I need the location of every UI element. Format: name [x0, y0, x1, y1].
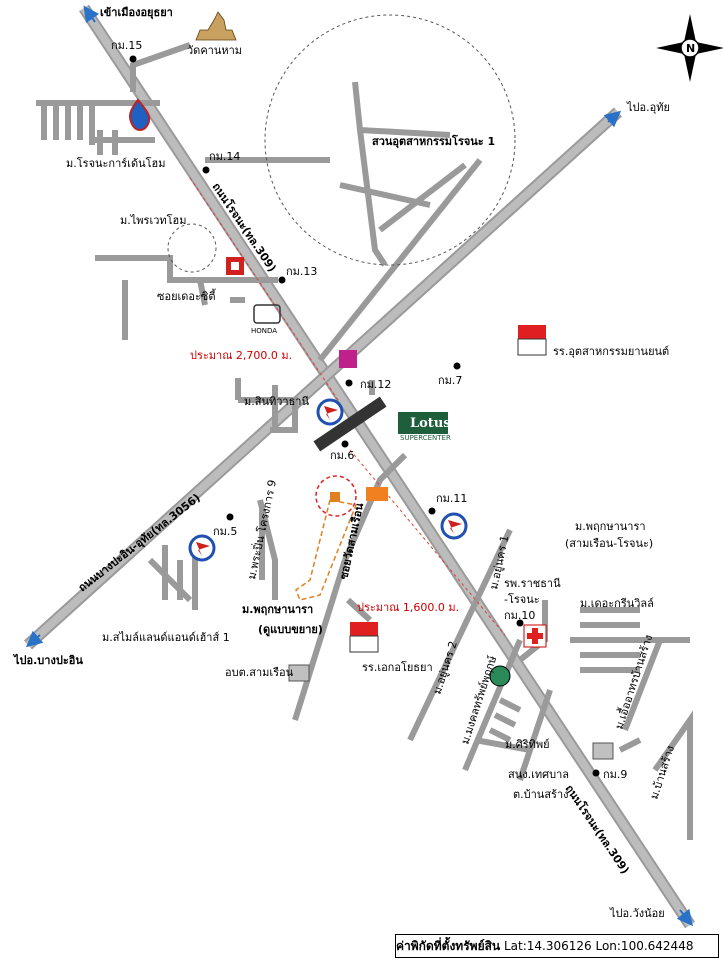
bank-icon: [366, 487, 388, 501]
label-km12: กม.12: [360, 378, 391, 391]
label-phruksa-nara-upper2: (สามเรือน-โรจนะ): [565, 536, 653, 550]
label-km10: กม.10: [504, 609, 535, 622]
label-phruksa-nara-upper: ม.พฤกษานารา: [575, 520, 646, 533]
label-km14: กม.14: [209, 150, 240, 163]
label-km13: กม.13: [286, 265, 317, 278]
compass-icon: N: [656, 14, 723, 82]
coordinates-title: ค่าพิกัดที่ตั้งทรัพย์สิน: [396, 939, 501, 953]
phrai-wet-boundary: [167, 223, 217, 273]
label-km15: กม.15: [111, 39, 142, 52]
label-to-bang-pa-in: ไปอ.บางปะอิน: [12, 653, 83, 667]
government-office-icon: [288, 664, 614, 760]
temple-icon: [195, 11, 237, 41]
label-km11: กม.11: [436, 492, 467, 505]
label-km7: กม.7: [438, 374, 462, 387]
label-phrai-wet-home: ม.ไพรเวทโฮม: [120, 213, 187, 227]
label-bang-pa-in-road: ถนนบางปะอิน-อุทัย(ทล.3056): [76, 491, 204, 595]
label-rojana-industrial-park: สวนอุตสาหกรรมโรจนะ 1: [372, 134, 495, 149]
lotus-sub-label: SUPERCENTER: [400, 434, 451, 442]
label-to-uthai: ไปอ.อุทัย: [626, 101, 670, 114]
label-to-ayutthaya: เข้าเมืองอยุธยา: [100, 6, 173, 20]
label-sam-ruean-sao: อบต.สามเรือน: [225, 666, 294, 679]
label-subject-name: ม.พฤกษานารา: [242, 603, 313, 616]
local-roads: [36, 42, 693, 840]
label-hospital-name-2: -โรจนะ: [504, 592, 540, 606]
lotus-label: Lotus: [410, 416, 451, 431]
label-km6: กม.6: [330, 449, 354, 462]
label-distance-upper: ประมาณ 2,700.0 ม.: [190, 349, 292, 362]
label-distance-lower: ประมาณ 1,600.0 ม.: [357, 601, 459, 614]
honda-label: HONDA: [251, 327, 277, 335]
industrial-park-boundary: [264, 14, 516, 266]
label-to-wang-noi: ไปอ.วังน้อย: [609, 907, 665, 920]
label-soi-wat-sam-ruean: ซอยวัดสามเรือน: [337, 501, 366, 580]
subject-property: [295, 475, 358, 601]
label-rojana-garden-home: ม.โรจนะการ์เด้นโฮม: [66, 156, 165, 170]
compass-north: N: [686, 42, 695, 55]
overpass: [313, 396, 387, 452]
honda-icon: HONDA: [251, 304, 281, 335]
label-wat-khan-hom: วัดคานหาม: [187, 44, 242, 57]
label-sirithip: ม.ศิริทิพย์: [505, 738, 550, 751]
label-km5: กม.5: [213, 525, 237, 538]
label-ekkochai-school: รร.เอกอโยธยา: [362, 660, 433, 674]
latitude-value: Lat:14.306126: [503, 939, 592, 953]
label-the-green-ville: ม.เดอะกรีนวิลล์: [580, 597, 654, 610]
label-baan-suang-2: ม.บ้านสร้าง: [647, 744, 677, 801]
hospital-icon: [523, 624, 547, 648]
label-hospital-name: รพ.ราชธานี: [504, 577, 561, 590]
kerry-store-icon: [339, 350, 357, 368]
label-smile-land: ม.สไมล์แลนด์แอนด์เฮ้าส์ 1: [102, 631, 230, 644]
label-sin-thawi-thani: ม.สินทิวาธานี: [244, 395, 309, 408]
bang-pa-in-uthai-road: [23, 107, 623, 650]
km-markers: [129, 55, 600, 777]
bank-2-icon: [489, 665, 511, 687]
gas-station-icon: [129, 98, 151, 131]
label-soi-de-city: ซอยเดอะซิตี้: [157, 288, 217, 303]
label-auto-school: รร.อุตสาหกรรมยานยนต์: [553, 345, 669, 358]
isuzu-icon: [226, 257, 244, 275]
lotus-store-icon: Lotus SUPERCENTER: [398, 412, 451, 442]
label-u-nakorn-2: ม.อยู่นคร 2: [430, 640, 459, 696]
label-tessaban: สนง.เทศบาล: [508, 768, 569, 781]
petrol-station-icon: [188, 398, 468, 562]
coordinates-box: ค่าพิกัดที่ตั้งทรัพย์สิน Lat:14.306126 L…: [395, 934, 719, 958]
school-icon: [349, 325, 547, 653]
rojana-road: [78, 4, 696, 929]
label-km9: กม.9: [603, 768, 627, 781]
direction-arrows: [25, 5, 693, 927]
longitude-value: Lon:100.642448: [595, 939, 694, 953]
label-tessaban-2: ต.บ้านสร้าง: [513, 788, 569, 801]
distance-lines: [189, 177, 506, 636]
label-subject-sub: (ดูแบบขยาย): [258, 623, 323, 637]
